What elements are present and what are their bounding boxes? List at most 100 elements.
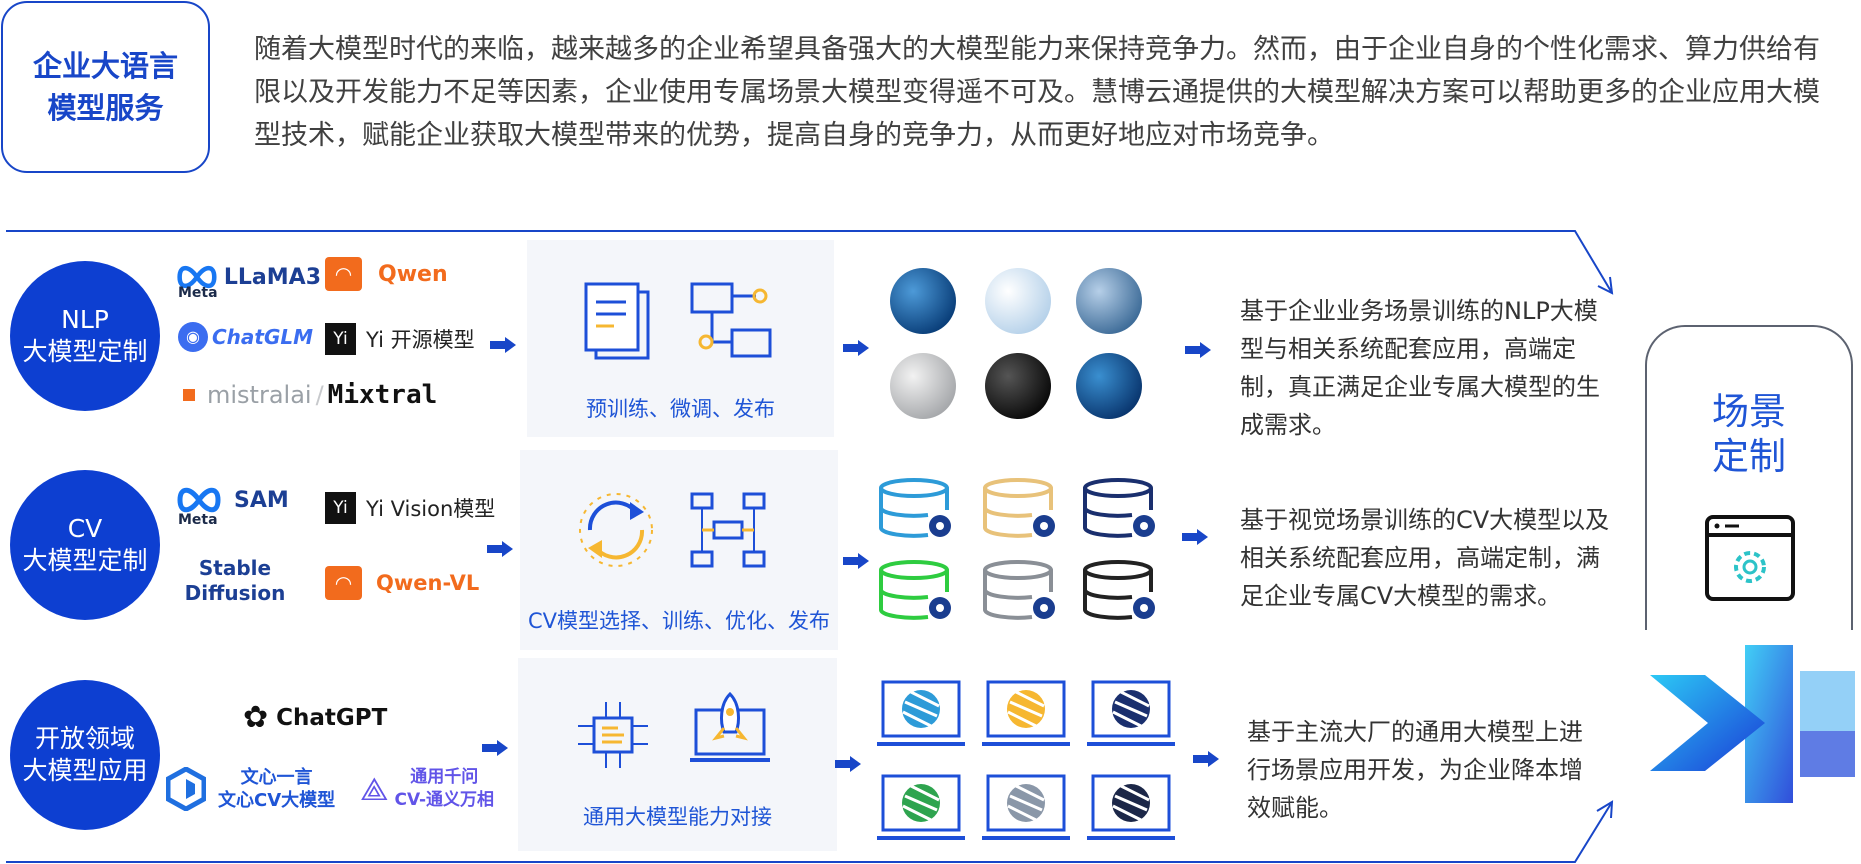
scene-custom-title: 场景 定制 xyxy=(1647,389,1851,479)
logo-sam-text: SAM xyxy=(234,487,289,513)
category-open-line-1: 开放领域 xyxy=(34,724,135,753)
refresh-cycle-icon xyxy=(579,493,653,567)
scene-custom-panel: 场景 定制 xyxy=(1645,325,1853,630)
alibaba-cloud-icon: ◠ xyxy=(325,257,362,291)
process-panel-nlp: 预训练、微调、发布 xyxy=(527,240,834,437)
model-sphere-icon xyxy=(985,268,1051,334)
laptop-globe-icon xyxy=(877,774,965,840)
laptop-globe-icon xyxy=(877,680,965,746)
logo-llama3: LLaMA3 xyxy=(176,254,321,300)
arrow-right-icon xyxy=(490,337,516,353)
category-cv: CV 大模型定制 xyxy=(10,470,160,620)
category-open-line-2: 大模型应用 xyxy=(22,756,148,785)
logo-stable-diffusion: Stable Diffusion xyxy=(180,556,290,606)
logo-stable-line-2: Diffusion xyxy=(184,581,286,605)
logo-llama3-text: LLaMA3 xyxy=(223,264,321,290)
logo-meta-word: Meta xyxy=(178,285,218,301)
logo-qwen: ◠ Qwen xyxy=(325,257,448,291)
logo-qwen-vl-text: Qwen-VL xyxy=(376,571,480,595)
database-gear-icon xyxy=(879,560,951,620)
category-open-domain: 开放领域 大模型应用 xyxy=(10,680,160,830)
database-gear-icon xyxy=(983,478,1055,538)
logo-mixtral-text: Mixtral xyxy=(327,380,438,410)
title-line-1: 企业大语言 xyxy=(32,49,178,83)
model-sphere-icon xyxy=(985,353,1051,419)
laptop-globe-icon xyxy=(982,774,1070,840)
yi-icon: Yi xyxy=(325,323,356,355)
documents-icon xyxy=(584,282,650,360)
process-label-cv: CV模型选择、训练、优化、发布 xyxy=(527,609,831,633)
logo-chatgpt-text: ChatGPT xyxy=(276,704,388,731)
logo-yi: Yi Yi 开源模型 xyxy=(325,323,475,355)
logo-mixtral: mistralai / Mixtral xyxy=(183,380,437,410)
database-gear-icon xyxy=(1083,560,1155,620)
logo-sam: SAM xyxy=(176,485,289,515)
category-nlp: NLP 大模型定制 xyxy=(10,261,160,411)
logo-chatglm-text: ChatGLM xyxy=(212,325,314,349)
logo-yi-text: Yi 开源模型 xyxy=(366,328,475,352)
logo-wenxin-line-2: 文心CV大模型 xyxy=(218,790,336,811)
yi-icon: Yi xyxy=(325,492,356,524)
model-sphere-icon xyxy=(1076,353,1142,419)
brand-logo-3d-icon xyxy=(1650,645,1855,803)
database-gear-icon xyxy=(879,478,951,538)
laptop-globe-icon xyxy=(1087,680,1175,746)
logo-mistral-text: mistralai xyxy=(207,381,312,409)
wenxin-hexagon-icon xyxy=(166,767,206,811)
scene-custom-line-1: 场景 xyxy=(1712,390,1786,433)
window-gear-icon xyxy=(1705,515,1795,601)
logo-tongyi-line-2: CV-通义万相 xyxy=(394,790,494,810)
logo-tongyi: ⟁ 通用千问 CV-通义万相 xyxy=(360,766,494,812)
logo-meta-word: Meta xyxy=(178,512,218,528)
scene-custom-line-2: 定制 xyxy=(1712,435,1786,478)
arrow-right-icon xyxy=(1182,529,1208,545)
logo-stable-line-1: Stable xyxy=(198,556,272,580)
chip-circuit-icon xyxy=(578,702,648,768)
chatglm-icon: ◉ xyxy=(178,322,208,352)
intro-paragraph: 随着大模型时代的来临，越来越多的企业希望具备强大的大模型能力来保持竞争力。然而，… xyxy=(254,34,1820,151)
logo-slash: / xyxy=(315,381,324,409)
database-gear-icon xyxy=(1083,478,1155,538)
logo-wenxin-line-1: 文心一言 xyxy=(240,767,313,788)
arrow-right-icon xyxy=(482,740,508,756)
description-nlp: 基于企业业务场景训练的NLP大模型与相关系统配套应用，高端定制，真正满足企业专属… xyxy=(1240,297,1600,439)
process-panel-cv: CV模型选择、训练、优化、发布 xyxy=(520,450,838,650)
model-sphere-icon xyxy=(890,353,956,419)
category-cv-line-1: CV xyxy=(67,514,103,543)
network-diagram-icon xyxy=(690,492,766,568)
arrow-right-icon xyxy=(835,756,861,772)
process-label-nlp: 预训练、微调、发布 xyxy=(586,397,775,421)
arrow-right-icon xyxy=(1185,342,1211,358)
mistral-icon xyxy=(183,389,195,401)
logo-wenxin: 文心一言 文心CV大模型 xyxy=(166,766,335,812)
description-cv: 基于视觉场景训练的CV大模型以及相关系统配套应用，高端定制，满足企业专属CV大模… xyxy=(1240,506,1610,610)
arrow-right-icon xyxy=(487,541,513,557)
title-box: 企业大语言 模型服务 xyxy=(1,1,210,173)
openai-icon: ✿ xyxy=(243,700,269,735)
laptop-globe-icon xyxy=(982,680,1070,746)
arrow-right-icon xyxy=(843,340,869,356)
title-line-2: 模型服务 xyxy=(47,91,164,125)
meta-infinity-icon xyxy=(177,265,217,289)
description-open: 基于主流大厂的通用大模型上进行场景应用开发，为企业降本增效赋能。 xyxy=(1247,718,1583,822)
alibaba-cloud-icon: ◠ xyxy=(325,566,362,600)
tongyi-icon: ⟁ xyxy=(360,769,389,808)
logo-qwen-vl: ◠ Qwen-VL xyxy=(325,566,479,600)
arrow-right-icon xyxy=(843,553,869,569)
process-label-open: 通用大模型能力对接 xyxy=(583,805,772,829)
category-nlp-line-1: NLP xyxy=(61,305,109,334)
logo-yi-vision: Yi Yi Vision模型 xyxy=(325,492,495,524)
logo-chatgpt: ✿ ChatGPT xyxy=(243,700,387,735)
arrow-right-icon xyxy=(1193,751,1219,767)
database-gear-icon xyxy=(983,560,1055,620)
folder-network-icon xyxy=(690,282,772,358)
model-sphere-icon xyxy=(890,268,956,334)
logo-chatglm: ◉ ChatGLM xyxy=(178,322,313,352)
category-nlp-line-2: 大模型定制 xyxy=(22,337,148,366)
logo-tongyi-line-1: 通用千问 xyxy=(410,767,479,787)
process-panel-open: 通用大模型能力对接 xyxy=(518,658,837,851)
category-cv-line-2: 大模型定制 xyxy=(22,546,148,575)
model-sphere-icon xyxy=(1076,268,1142,334)
logo-qwen-text: Qwen xyxy=(378,261,448,287)
